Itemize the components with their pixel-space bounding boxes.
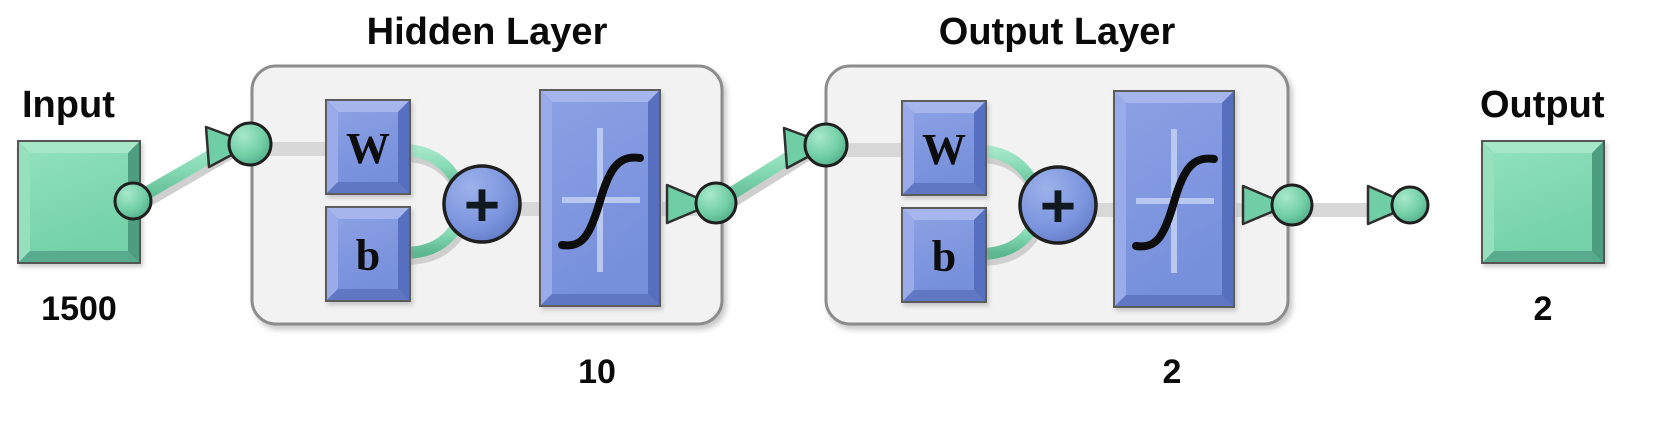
hidden-weight-block: W <box>325 99 411 195</box>
node-hidden-entry <box>227 121 273 167</box>
output-block <box>1481 140 1605 264</box>
output-sum-label: + <box>1040 172 1076 241</box>
hidden-bias-block: b <box>325 206 411 302</box>
output-sum-node: + <box>1018 165 1098 245</box>
output-transfer-block <box>1113 90 1235 308</box>
hidden-layer-count: 10 <box>578 353 616 391</box>
hidden-transfer-block <box>539 89 661 307</box>
node-output-entry <box>803 122 849 168</box>
hidden-weight-label: W <box>346 124 390 173</box>
hidden-sigmoid-curve <box>558 153 644 250</box>
hidden-bias-label: b <box>356 231 380 280</box>
output-title: Output <box>1480 84 1605 126</box>
output-bias-block: b <box>901 207 987 303</box>
output-layer-count: 2 <box>1163 353 1182 391</box>
output-weight-label: W <box>922 125 966 174</box>
output-sigmoid-curve <box>1132 154 1218 251</box>
arrowhead-hidden-exit <box>665 183 714 225</box>
hidden-sum-node: + <box>442 164 522 244</box>
output-count: 2 <box>1534 290 1553 328</box>
output-bias-label: b <box>932 232 956 281</box>
input-title: Input <box>22 84 115 126</box>
node-hidden-exit <box>694 181 738 225</box>
node-output-exit <box>1270 183 1314 227</box>
hidden-layer-title: Hidden Layer <box>367 11 608 53</box>
hidden-sum-label: + <box>464 171 500 240</box>
arrowhead-output-exit <box>1241 184 1290 226</box>
input-count: 1500 <box>41 290 117 328</box>
output-layer-title: Output Layer <box>939 11 1176 53</box>
output-weight-block: W <box>901 100 987 196</box>
node-input-source <box>113 181 153 221</box>
arrowhead-to-output-square <box>1366 184 1414 226</box>
node-output-sink <box>1390 185 1430 225</box>
